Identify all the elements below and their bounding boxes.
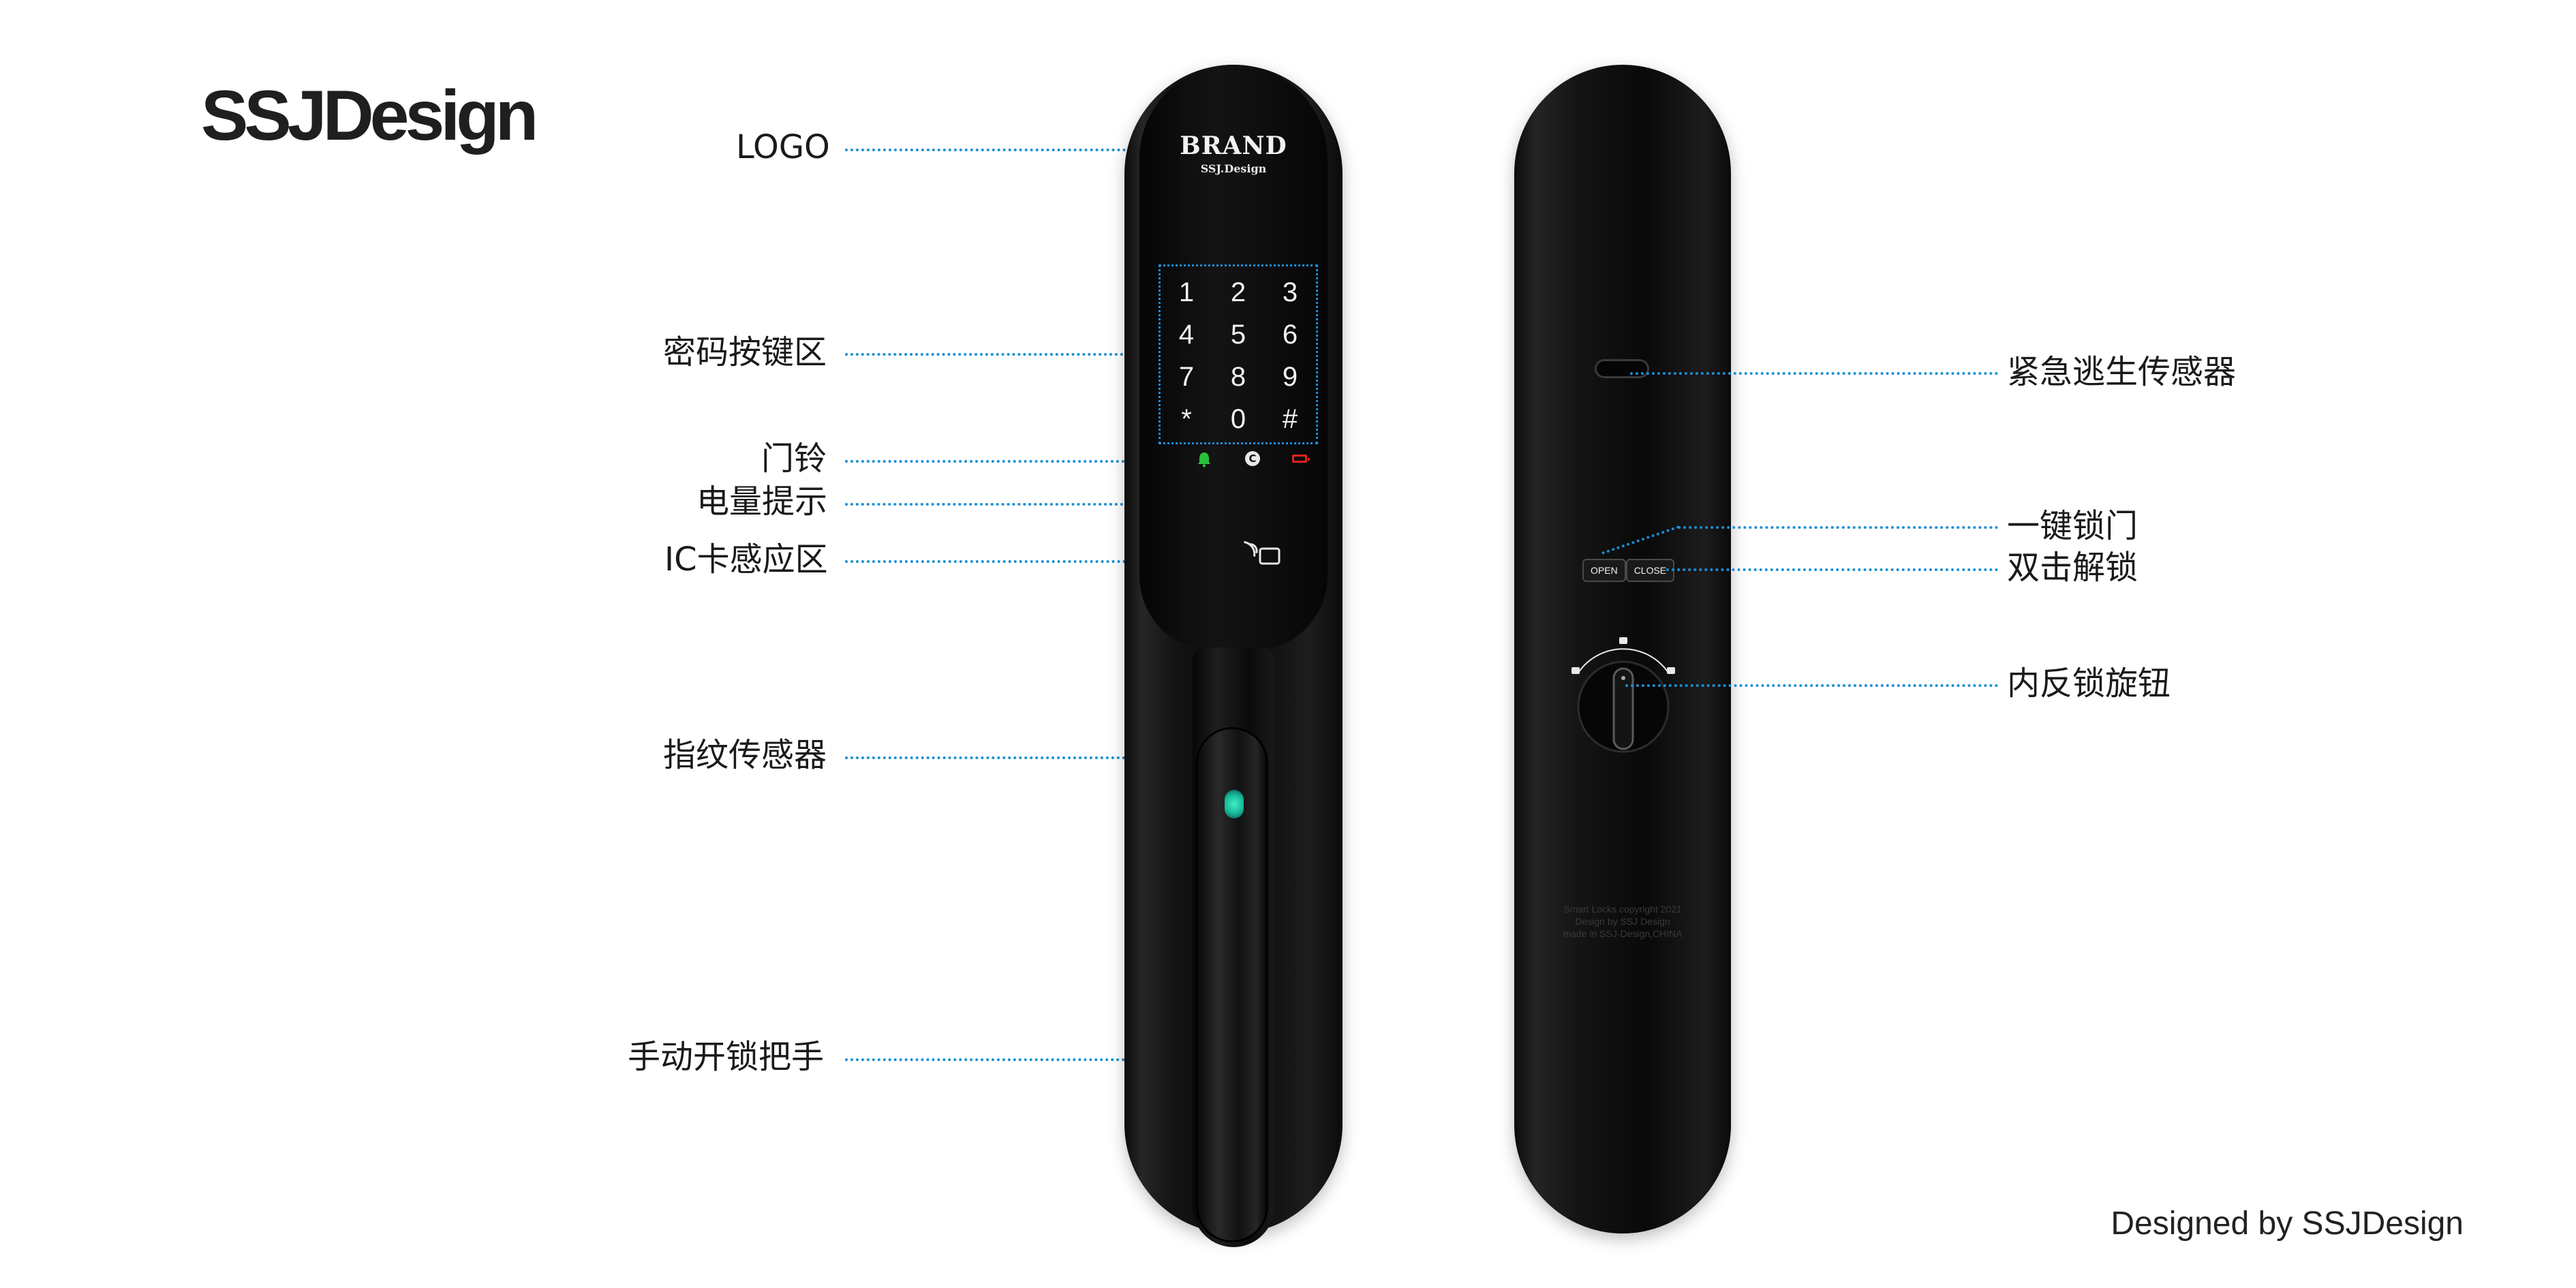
leader-keypad [845,353,1145,356]
clear-key[interactable]: C [1245,451,1260,466]
key-9[interactable]: 9 [1282,362,1298,392]
key-star[interactable]: * [1181,404,1192,434]
brand-sub-logo: SSJ.Design [1200,162,1267,175]
key-7[interactable]: 7 [1178,362,1195,392]
front-glass-panel: BRAND SSJ.Design 1 2 3 4 5 6 7 8 9 * 0 #… [1139,65,1328,651]
leader-emergency [1630,372,1998,375]
key-6[interactable]: 6 [1282,320,1298,350]
back-lock-body: OPEN CLOSE Smart Locks copyright 2021 De… [1514,65,1731,1233]
callout-keypad: 密码按键区 [663,333,827,371]
fingerprint-sensor-icon[interactable] [1225,790,1244,818]
key-0[interactable]: 0 [1230,404,1246,434]
leader-inner-knob [1625,684,1998,687]
callout-manual-handle: 手动开锁把手 [628,1038,825,1076]
lock-closed-icon [1619,637,1627,644]
lock-button-group: OPEN CLOSE [1582,559,1675,582]
brand-logo: BRAND [1180,132,1287,160]
leader-fingerprint [845,756,1223,759]
leader-logo [845,149,1131,151]
emergency-escape-sensor[interactable] [1595,359,1649,378]
unlock-right-icon [1667,667,1675,674]
callout-doorbell: 门铃 [761,440,827,478]
callout-battery: 电量提示 [696,482,828,521]
open-button[interactable]: OPEN [1582,559,1626,582]
callout-logo: LOGO [736,128,830,166]
leader-battery [845,503,1145,506]
nfc-card-icon[interactable] [1244,535,1285,569]
front-lock-body: BRAND SSJ.Design 1 2 3 4 5 6 7 8 9 * 0 #… [1124,65,1343,1247]
leader-doorbell [845,460,1179,463]
studio-logo: SSJDesign [201,76,538,155]
leader-manual-handle [845,1058,1233,1061]
credit-prefix: Designed by [2111,1206,2293,1242]
leader-one-key-lock [1678,526,1998,529]
key-8[interactable]: 8 [1230,362,1246,392]
callout-double-click-unlock: 双击解锁 [2007,549,2138,587]
unlock-left-icon [1571,667,1580,674]
callout-emergency-sensor: 紧急逃生传感器 [2007,353,2237,391]
key-3[interactable]: 3 [1282,277,1298,307]
key-2[interactable]: 2 [1230,277,1246,307]
key-5[interactable]: 5 [1230,320,1246,350]
callout-fingerprint: 指纹传感器 [663,736,827,774]
key-1[interactable]: 1 [1178,277,1195,307]
inner-lock-knob-icon[interactable] [1569,637,1678,753]
credit-name: SSJDesign [2301,1206,2464,1242]
leader-ic-card [845,560,1213,563]
callout-ic-card: IC卡感应区 [664,540,828,579]
designer-credit: Designed by SSJDesign [2111,1208,2464,1240]
key-4[interactable]: 4 [1178,320,1195,350]
leader-double-click [1666,568,1998,571]
keypad-area[interactable]: 1 2 3 4 5 6 7 8 9 * 0 # [1159,264,1318,444]
callout-one-key-lock: 一键锁门 [2007,507,2138,545]
engraving-text: Smart Locks copyright 2021 Design by SSJ… [1563,904,1683,939]
battery-low-icon [1292,455,1310,463]
doorbell-icon[interactable] [1197,451,1212,467]
key-hash[interactable]: # [1282,404,1298,434]
callout-inner-knob: 内反锁旋钮 [2007,664,2171,703]
